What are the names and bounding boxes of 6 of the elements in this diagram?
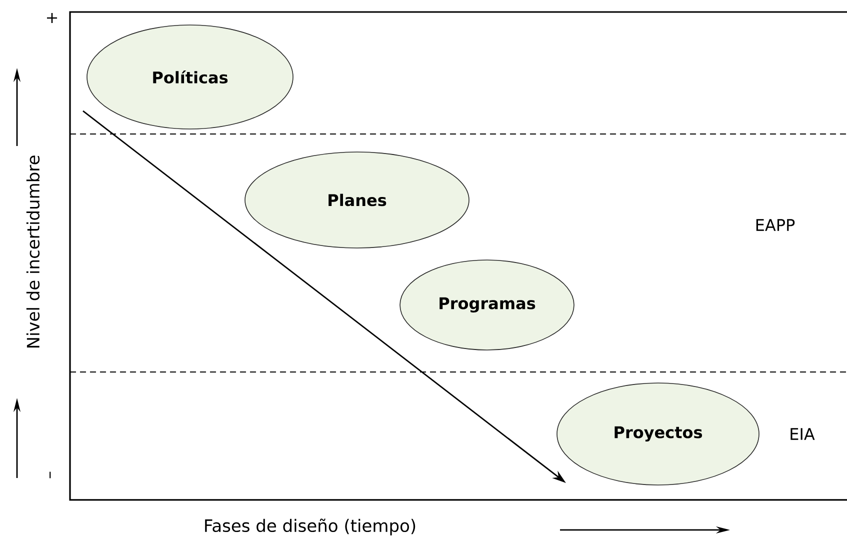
zone-label: EAPP [756, 219, 795, 231]
zone-label: EIA [790, 428, 815, 440]
axis-mark: – [50, 472, 51, 478]
axis-label: Nivel de incertidumbre [26, 156, 40, 348]
axis-mark: + [47, 12, 58, 23]
axis-label: Fases de diseño (tiempo) [205, 518, 416, 536]
